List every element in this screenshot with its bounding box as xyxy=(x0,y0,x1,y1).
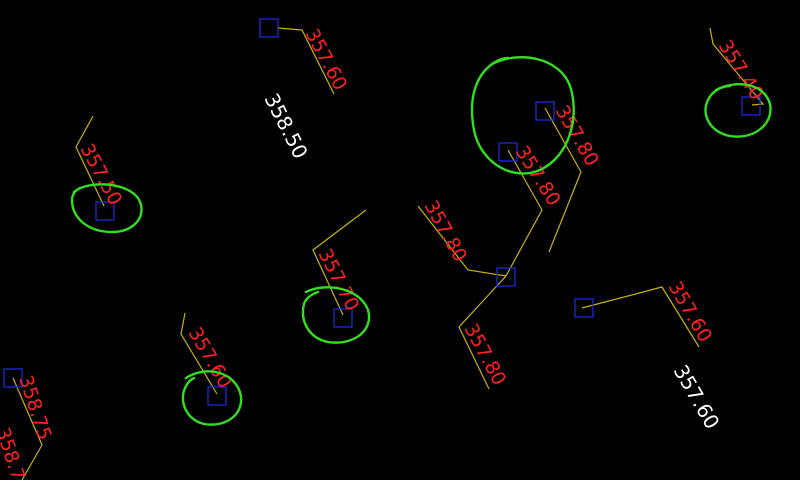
leader-line xyxy=(544,107,582,253)
leader-line xyxy=(312,209,367,316)
leader-lines xyxy=(12,27,765,480)
elevation-labels: 357.60 357.40 357.50 357.80 357.80 357.8… xyxy=(0,25,768,480)
elevation-label[interactable]: 357.80 xyxy=(551,102,603,171)
leader-line xyxy=(709,27,765,106)
survey-point-marker[interactable] xyxy=(498,142,518,162)
leader-line xyxy=(277,27,335,95)
elevation-label[interactable]: 357.70 xyxy=(314,245,364,314)
markup-circle[interactable] xyxy=(704,83,772,138)
elevation-label[interactable]: 357.80 xyxy=(460,320,511,389)
survey-point-marker[interactable] xyxy=(574,298,594,318)
survey-point-marker[interactable] xyxy=(535,101,555,121)
elevation-label[interactable]: 358.75 xyxy=(14,373,55,443)
elevation-label[interactable]: 358.75 xyxy=(0,425,33,480)
survey-point-marker[interactable] xyxy=(741,96,761,116)
elevation-label[interactable]: 357.60 xyxy=(301,25,352,94)
elevation-label[interactable]: 357.80 xyxy=(511,142,565,210)
leader-line xyxy=(581,286,700,348)
leader-line xyxy=(75,115,105,207)
survey-point-marker[interactable] xyxy=(259,18,279,38)
survey-point-marker[interactable] xyxy=(333,308,353,328)
markup-circle[interactable] xyxy=(70,183,143,234)
elevation-label[interactable]: 357.80 xyxy=(420,197,471,266)
leader-line xyxy=(180,312,218,395)
handwritten-elevation-note: 358.50 xyxy=(260,89,313,162)
survey-point-marker[interactable] xyxy=(496,267,516,287)
leader-line xyxy=(12,377,43,480)
markup-circle[interactable] xyxy=(181,370,243,426)
handwritten-elevation-note: 357.60 xyxy=(669,361,725,434)
elevation-label[interactable]: 357.40 xyxy=(714,36,768,104)
elevation-label[interactable]: 357.60 xyxy=(664,278,716,347)
markup-circle[interactable] xyxy=(301,286,371,344)
markup-circle[interactable] xyxy=(470,56,575,175)
survey-point-marker[interactable] xyxy=(95,201,115,221)
survey-point-markers xyxy=(3,18,761,406)
markup-circles xyxy=(70,56,772,426)
survey-point-marker[interactable] xyxy=(207,386,227,406)
survey-point-marker[interactable] xyxy=(3,368,23,388)
leader-line xyxy=(458,275,507,390)
